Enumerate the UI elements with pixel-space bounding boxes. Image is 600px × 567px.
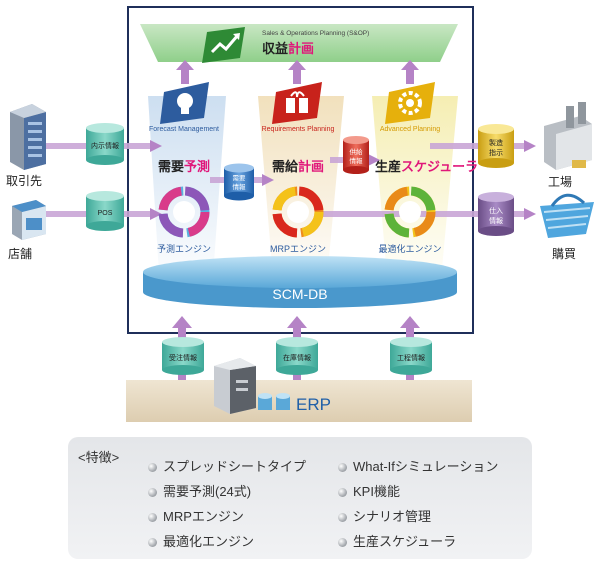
forecast-english: Forecast Management [149,126,219,133]
feature-item: 最適化エンジン [148,531,254,550]
erp-band [126,380,472,422]
cylinder-kotei: 工程情報 [390,337,432,375]
kyokyu-line2: 情報 [350,156,364,165]
cylinder-zaiko: 在庫情報 [276,337,318,375]
features-panel [68,437,532,559]
forecast-title: 需要予測 [158,159,210,174]
bullet-icon [148,538,157,548]
cylinder-pos: POS [86,191,124,231]
shopping-basket-icon [540,193,594,238]
feature-item: スプレッドシートタイプ [148,456,306,475]
scm-db: SCM-DB [143,256,457,308]
feature-label: MRPエンジン [163,509,244,524]
gift-box-icon [272,82,322,124]
cylinder-juyo: 需要 情報 [224,163,254,201]
store-label: 店舗 [8,247,32,261]
feature-label: 需要予測(24式) [163,484,252,499]
requirements-english: Requirements Planning [262,126,335,133]
requirements-title: 需給計画 [272,159,324,174]
bullet-icon [338,538,347,548]
feature-item: KPI機能 [338,481,400,500]
cylinder-naiji: 内示情報 [86,123,124,165]
features-heading: <特徴> [78,450,120,465]
requirements-cycle-icon [272,186,324,238]
building-icon [10,104,46,170]
server-icon [214,358,256,414]
advanced-english: Advanced Planning [380,126,440,133]
cylinder-juchu: 受注情報 [162,337,204,375]
forecast-engine-label: 予測エンジン [157,243,211,254]
advanced-title: 生産スケジューラ [375,159,478,174]
lightbulb-icon [160,82,209,124]
supplier-label: 取引先 [6,174,42,188]
flow-arrowheads [150,140,536,220]
feature-label: シナリオ管理 [353,509,432,524]
bullet-icon [338,463,347,473]
advanced-cycle-icon [384,186,436,238]
bullet-icon [148,463,157,473]
bullet-icon [338,488,347,498]
requirements-engine-label: MRPエンジン [270,244,326,254]
feature-label: 生産スケジューラ [353,534,457,549]
svg-text:工程情報: 工程情報 [397,353,425,362]
cylinder-shiire: 仕入 情報 [478,192,514,236]
seizo-line1: 製造 [489,138,503,147]
feature-item: MRPエンジン [148,506,244,525]
sop-up-arrows [176,60,419,84]
scm-db-label: SCM-DB [272,286,327,302]
feature-item: シナリオ管理 [338,506,431,525]
forecast-cycle-icon [158,186,210,238]
purchase-label: 購買 [552,247,576,261]
juyo-line1: 需要 [233,174,247,182]
factory-label: 工場 [548,175,572,189]
disk-icons [258,393,290,410]
advanced-engine-label: 最適化エンジン [378,243,441,254]
kyokyu-line1: 供給 [350,147,364,156]
shiire-line2: 情報 [489,216,503,225]
svg-text:POS: POS [98,210,113,217]
bullet-icon [338,513,347,523]
feature-item: 需要予測(24式) [148,481,251,500]
store-icon [12,200,46,240]
erp-label: ERP [296,395,331,414]
cylinder-kyokyu: 供給 情報 [343,136,369,174]
seizo-line2: 指示 [489,148,503,157]
feature-item: 生産スケジューラ [338,531,456,550]
feature-item: What-Ifシミュレーション [338,456,498,475]
sop-english: Sales & Operations Planning (S&OP) [262,30,369,37]
feature-label: スプレッドシートタイプ [163,459,307,474]
gear-icon [385,82,435,124]
svg-text:内示情報: 内示情報 [91,141,119,150]
bullet-icon [148,513,157,523]
sop-title: 収益計画 [262,41,314,56]
svg-text:受注情報: 受注情報 [169,353,197,362]
svg-text:在庫情報: 在庫情報 [283,353,311,362]
bullet-icon [148,488,157,498]
feature-label: What-Ifシミュレーション [353,459,499,474]
factory-icon [544,102,592,170]
feature-label: 最適化エンジン [163,534,255,549]
juyo-line2: 情報 [233,182,247,191]
growth-chart-icon [202,27,245,63]
shiire-line1: 仕入 [489,206,503,215]
cylinder-seizo: 製造 指示 [478,124,514,168]
feature-label: KPI機能 [353,484,400,499]
